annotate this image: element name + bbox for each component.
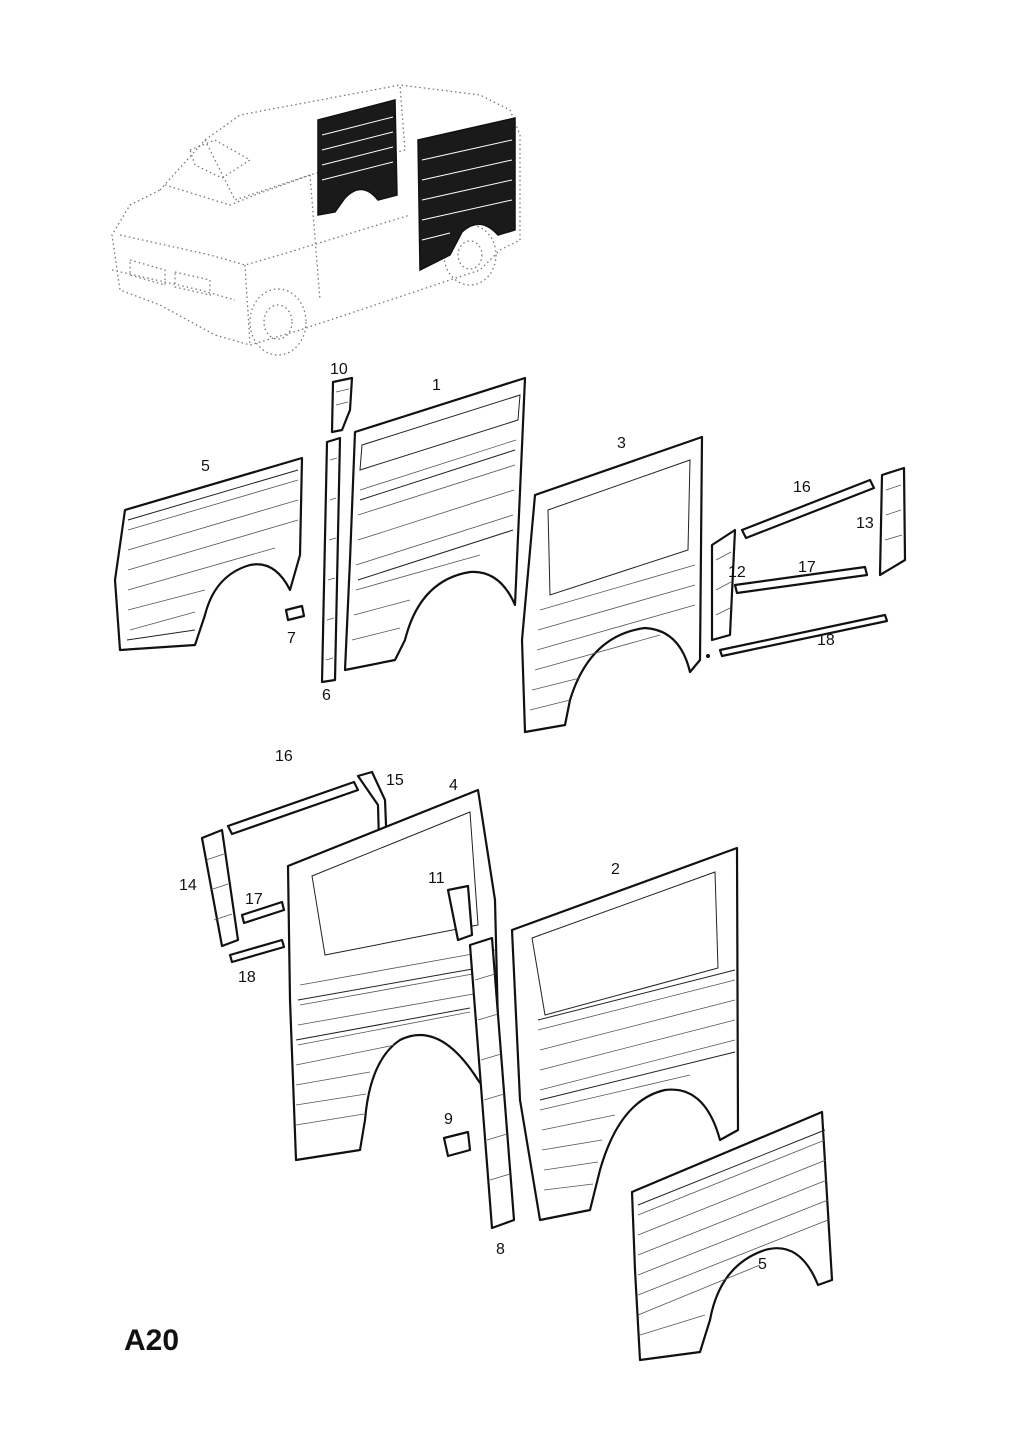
callout-16-lower: 16 bbox=[275, 748, 293, 765]
part-17-sill-rail bbox=[733, 565, 869, 595]
part-16-roof-rail-upper bbox=[740, 478, 876, 540]
callout-11: 11 bbox=[428, 870, 445, 887]
part-10-pillar-bracket bbox=[330, 376, 354, 434]
part-18-lower-rail bbox=[706, 613, 889, 658]
part-5-upper-wheel-arch-panel bbox=[113, 456, 304, 652]
part-17-sill-rail-lower bbox=[240, 900, 286, 925]
callout-17-lower: 17 bbox=[245, 891, 263, 908]
section-code: A20 bbox=[124, 1324, 179, 1357]
part-9-small-bracket bbox=[442, 1130, 472, 1158]
callout-2: 2 bbox=[611, 861, 620, 878]
callout-13: 13 bbox=[856, 515, 874, 532]
callout-15: 15 bbox=[386, 772, 404, 789]
callout-5-lower: 5 bbox=[758, 1256, 767, 1273]
part-13-rear-pillar bbox=[878, 466, 907, 577]
part-18-lower-rail-lower bbox=[228, 938, 286, 964]
callout-8: 8 bbox=[496, 1241, 505, 1258]
callout-12: 12 bbox=[728, 564, 746, 581]
callout-3: 3 bbox=[617, 435, 626, 452]
callout-17-upper: 17 bbox=[798, 559, 816, 576]
callout-1: 1 bbox=[432, 377, 441, 394]
callout-labels: 1 2 3 4 5 5 6 7 8 9 10 11 12 13 14 15 16… bbox=[179, 361, 874, 1273]
part-3-side-panel-with-window bbox=[520, 435, 704, 734]
callout-5-upper: 5 bbox=[201, 458, 210, 475]
callout-16-upper: 16 bbox=[793, 479, 811, 496]
part-1-side-panel bbox=[343, 376, 527, 672]
callout-7: 7 bbox=[287, 630, 296, 647]
part-5-lower-wheel-arch-panel bbox=[630, 1110, 834, 1362]
part-7-clip bbox=[284, 604, 306, 622]
callout-9: 9 bbox=[444, 1111, 453, 1128]
callout-14: 14 bbox=[179, 877, 197, 894]
part-6-vertical-pillar bbox=[320, 436, 342, 684]
callout-4: 4 bbox=[449, 777, 458, 794]
part-12-front-pillar bbox=[710, 528, 737, 642]
part-2-side-panel-with-window bbox=[510, 846, 740, 1222]
part-8-vertical-pillar bbox=[468, 936, 516, 1230]
callout-6: 6 bbox=[322, 687, 331, 704]
part-4-side-panel-with-window bbox=[286, 788, 502, 1162]
callout-18-upper: 18 bbox=[817, 632, 835, 649]
part-11-bracket bbox=[446, 884, 474, 942]
part-14-front-pillar bbox=[200, 828, 240, 948]
van-overview-illustration bbox=[111, 84, 521, 356]
callout-10: 10 bbox=[330, 361, 348, 378]
part-16-roof-rail-lower bbox=[226, 780, 360, 836]
callout-18-lower: 18 bbox=[238, 969, 256, 986]
